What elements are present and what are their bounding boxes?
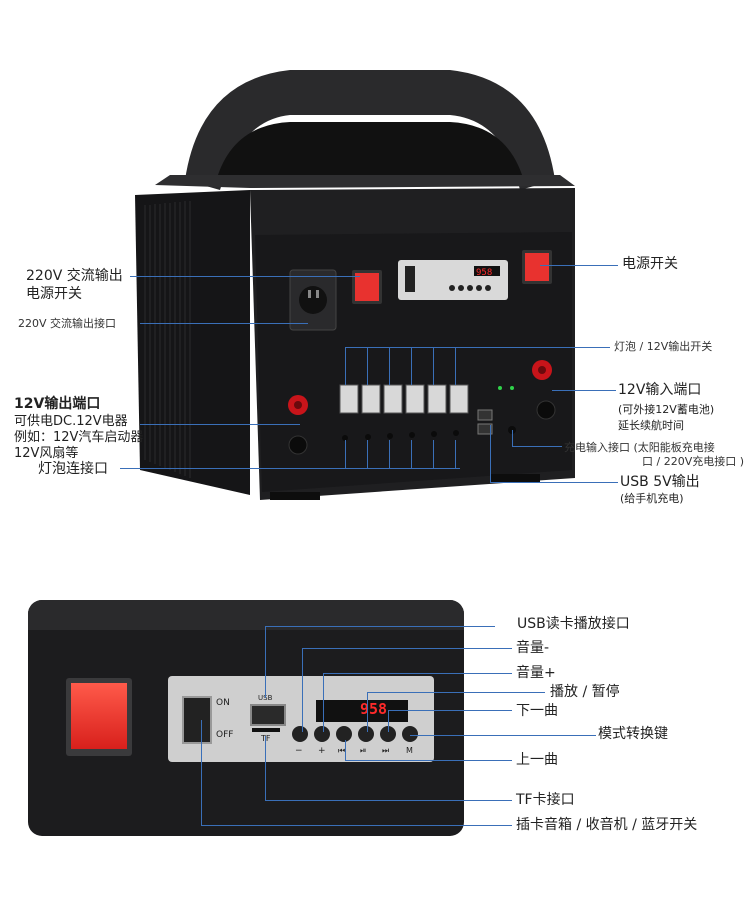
usb-text: USB — [258, 694, 273, 702]
label-vol-down: 音量- — [516, 640, 550, 656]
bulb-port-ticks — [345, 440, 460, 468]
leader-mode-switch-v — [201, 720, 202, 825]
label-ac-switch: 220V 交流输出 电源开关 — [26, 268, 123, 302]
label-prev-track: 上一曲 — [516, 752, 558, 768]
label-dc12-in: 12V输入端口 (可外接12V蓄电池) 延长续航时间 — [618, 382, 715, 433]
svg-text:958: 958 — [476, 268, 492, 278]
label-next-track: 下一曲 — [516, 703, 558, 719]
label-charge-in: 充电输入接口 (太阳能板充电接 口 / 220V充电接口 ) — [564, 441, 745, 468]
leader-play-v — [367, 692, 368, 732]
label-vol-up: 音量+ — [516, 665, 556, 681]
label-bulb-port: 灯泡连接口 — [38, 461, 108, 477]
leader-prev-v — [345, 740, 346, 760]
display-box — [316, 700, 408, 722]
btn-prev-label: ⏮ — [338, 746, 346, 755]
leader-ac-port — [140, 323, 308, 324]
btn-minus-label: − — [295, 746, 303, 756]
btn-mode-label: M — [406, 746, 413, 755]
leader-charge-in-v — [512, 430, 513, 446]
leader-dc12-in — [552, 390, 616, 391]
leader-power-switch — [540, 265, 618, 266]
label-play-pause: 播放 / 暂停 — [550, 684, 620, 700]
leader-vol-down-v — [302, 648, 303, 732]
btn-play — [358, 726, 374, 742]
leader-usb-out-h — [490, 482, 618, 483]
leader-prev — [345, 760, 512, 761]
leader-usb-card — [265, 626, 495, 627]
leader-usb-out-v — [490, 425, 491, 482]
leader-bulb-port — [120, 468, 460, 469]
btn-plus-label: + — [318, 746, 326, 756]
leader-ac-switch — [130, 276, 360, 277]
btn-next — [380, 726, 396, 742]
leader-bulb-switch — [345, 347, 610, 348]
leader-charge-in-h — [512, 446, 562, 447]
btn-play-label: ⏯ — [360, 746, 367, 755]
leader-tf — [265, 800, 512, 801]
label-mode-key: 模式转换键 — [598, 726, 668, 742]
panel-closeup: ON OFF USB TF 958 − + ⏮ ⏯ ⏭ M — [28, 600, 464, 836]
label-usb-card: USB读卡播放接口 — [517, 616, 630, 632]
power-switch-closeup — [66, 678, 132, 756]
leader-next-v — [388, 710, 389, 732]
label-mode-switch: 插卡音箱 / 收音机 / 蓝牙开关 — [516, 817, 698, 833]
leader-play — [367, 692, 545, 693]
btn-plus — [314, 726, 330, 742]
leader-mode-key — [410, 735, 596, 736]
btn-next-label: ⏭ — [382, 746, 390, 755]
display-digits: 958 — [360, 700, 388, 718]
leader-vol-up — [323, 673, 512, 674]
leader-tf-v — [265, 736, 266, 800]
label-bulb-switch: 灯泡 / 12V输出开关 — [614, 340, 713, 353]
leader-mode-switch — [201, 825, 512, 826]
mode-off-text: OFF — [216, 730, 234, 740]
leader-dc12-out — [140, 424, 300, 425]
mode-toggle — [182, 696, 212, 744]
label-dc12-out: 12V输出端口 可供电DC.12V电器 例如：12V汽车启动器 12V风扇等 — [14, 396, 144, 461]
player-panel: ON OFF USB TF 958 − + ⏮ ⏯ ⏭ M — [168, 676, 434, 762]
label-power-switch: 电源开关 — [622, 256, 678, 272]
label-tf-port: TF卡接口 — [516, 792, 575, 808]
leader-usb-card-v — [265, 626, 266, 698]
label-usb-out: USB 5V输出 (给手机充电) — [620, 474, 700, 505]
label-ac-port: 220V 交流输出接口 — [18, 317, 117, 330]
leader-next — [388, 710, 512, 711]
mode-on-text: ON — [216, 698, 230, 708]
device-illustration: 958 — [135, 70, 575, 500]
red-rocker — [71, 683, 127, 749]
leader-vol-up-v — [323, 673, 324, 732]
bulb-switch-ticks — [345, 347, 460, 385]
btn-prev — [336, 726, 352, 742]
usb-slot — [250, 704, 286, 726]
tf-slot — [252, 728, 280, 732]
btn-minus — [292, 726, 308, 742]
leader-vol-down — [302, 648, 512, 649]
btn-mode — [402, 726, 418, 742]
panel-top-ridge — [28, 600, 464, 630]
